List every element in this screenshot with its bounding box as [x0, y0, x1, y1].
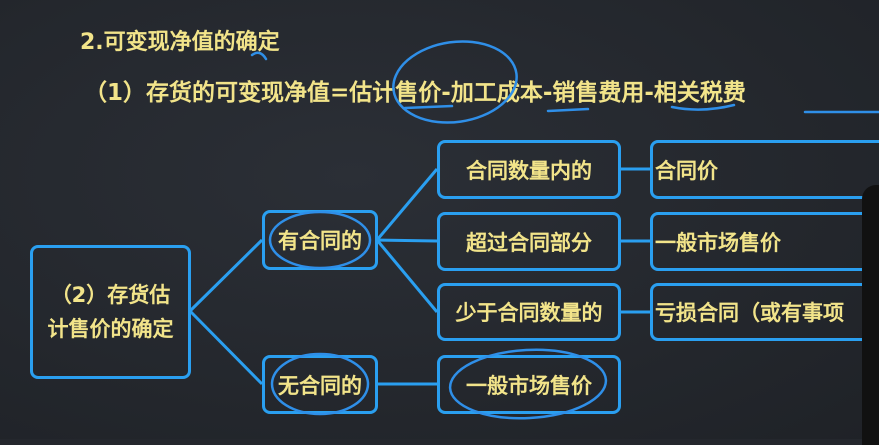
case-node: 超过合同部分	[437, 212, 621, 271]
underline-annotation	[546, 107, 590, 113]
case-label: 超过合同部分	[466, 230, 592, 255]
root-label: （2）存货估计售价的确定	[47, 283, 174, 341]
result-label: 一般市场售价	[655, 230, 781, 255]
branch-label: 有合同的	[278, 229, 362, 253]
circle-annotation	[268, 210, 372, 270]
branch-label: 无合同的	[278, 373, 362, 398]
circle-annotation	[392, 40, 518, 124]
case-label: 合同数量内的	[466, 158, 592, 183]
root-node: （2）存货估计售价的确定	[30, 245, 191, 379]
result-label: 合同价	[655, 158, 718, 183]
circle-annotation	[448, 348, 608, 420]
result-node: 一般市场售价	[650, 212, 879, 271]
case-label: 一般市场售价	[466, 373, 592, 398]
case-node: 少于合同数量的	[437, 283, 621, 341]
case-node: 一般市场售价	[437, 355, 621, 414]
result-node: 亏损合同（或有事项	[650, 283, 879, 341]
case-label: 少于合同数量的	[455, 301, 603, 325]
presenter-silhouette	[862, 185, 879, 445]
circle-annotation	[270, 352, 370, 416]
underline-annotation	[670, 103, 736, 111]
case-node: 合同数量内的	[437, 140, 621, 199]
formula-text: （1）存货的可变现净值=估计售价-加工成本-销售费用-相关税费	[84, 80, 746, 106]
result-label: 亏损合同（或有事项	[655, 301, 844, 325]
section-heading: 2.可变现净值的确定	[80, 30, 280, 55]
underline-annotation	[403, 104, 454, 110]
branch-without-contract: 无合同的	[262, 355, 378, 414]
result-node: 合同价	[650, 140, 879, 199]
